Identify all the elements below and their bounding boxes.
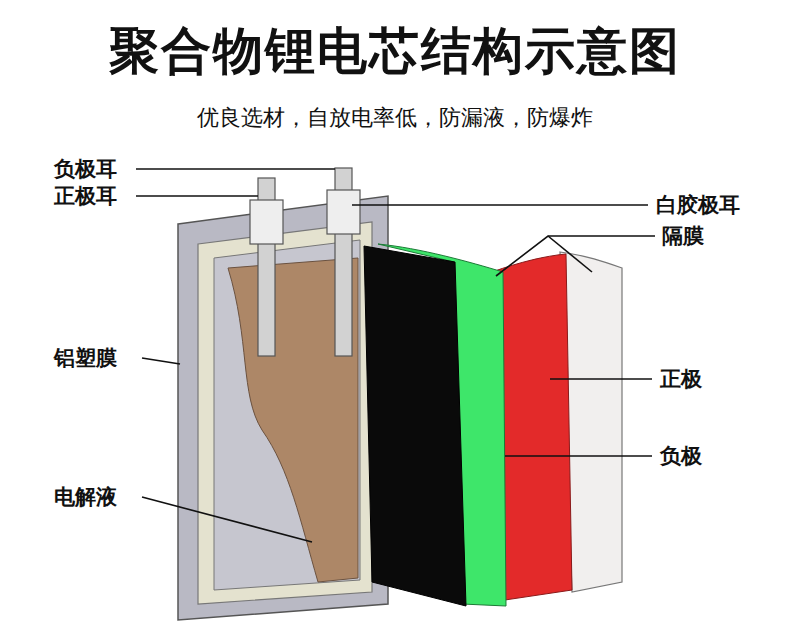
leader-lines (136, 169, 655, 542)
leader-line (352, 204, 648, 206)
leader-line (550, 378, 652, 380)
tab-glue (327, 190, 360, 234)
part-label: 正极耳 (52, 182, 119, 210)
leader-line (496, 236, 655, 276)
diagram-title: 聚合物锂电芯结构示意图 (109, 18, 681, 85)
part-label: 隔膜 (660, 222, 706, 250)
part-label: 电解液 (52, 483, 119, 511)
part-label: 白胶极耳 (654, 191, 742, 219)
leader-line (136, 195, 258, 197)
subtitle: 优良选材，自放电率低，防漏液，防爆炸 (197, 103, 593, 133)
leader-line (505, 455, 652, 457)
part-label: 铝塑膜 (52, 344, 119, 372)
tab-glue (250, 200, 283, 244)
part-label: 负极耳 (52, 155, 119, 183)
part-label: 正极 (658, 365, 704, 393)
anode-sheet (364, 246, 466, 606)
pouch-film (178, 196, 388, 620)
leader-line (142, 497, 312, 542)
leader-line (142, 358, 180, 364)
leader-line (136, 168, 335, 170)
leader-line (548, 236, 592, 272)
part-label: 负极 (658, 442, 704, 470)
